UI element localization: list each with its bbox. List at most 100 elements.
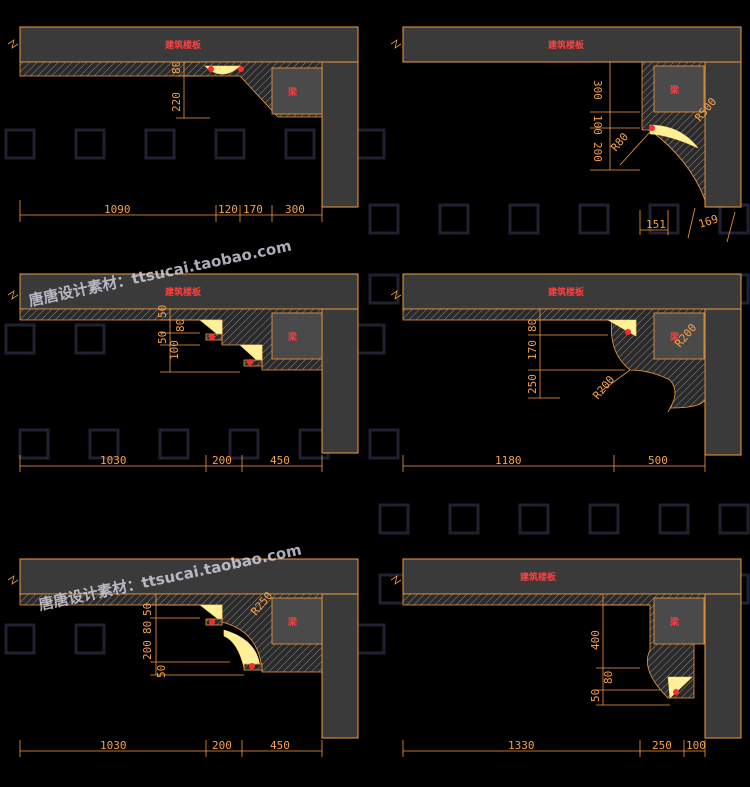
- wall: [321, 308, 359, 454]
- dim-text: 50: [156, 331, 169, 344]
- dim-text: 170: [526, 340, 539, 360]
- dim-text: 100: [591, 115, 604, 135]
- dimension-lines: [176, 61, 210, 119]
- break-mark-icon: [7, 39, 19, 49]
- beam: [271, 597, 323, 645]
- dim-text: 300: [285, 203, 305, 216]
- dimension-lines: [596, 594, 670, 706]
- light-trough: [199, 604, 223, 623]
- panel-1: 建筑楼板 梁 1090 120 170 300 80 220: [7, 26, 359, 222]
- beam-label: 梁: [287, 616, 298, 628]
- radius-label: R200: [590, 373, 617, 402]
- dimension-lines: [19, 740, 323, 757]
- panel-4: 建筑楼板 梁 80 170 250 R200 R200 1180 500: [390, 273, 742, 472]
- panel-5: 梁 50 80 200 50 R250 1030 200 450: [7, 558, 359, 757]
- dimension-lines: [590, 61, 640, 171]
- dim-text: 50: [589, 689, 602, 702]
- dim-text: 50: [156, 305, 169, 318]
- panel-3: 建筑楼板 梁 50 50 100 80 1030 200 450: [7, 273, 359, 472]
- dim-text: 1180: [495, 454, 522, 467]
- dim-text: 50: [141, 603, 154, 616]
- beam-label: 梁: [287, 86, 298, 98]
- dim-text: 1090: [104, 203, 131, 216]
- dim-text: 120: [218, 203, 238, 216]
- dim-text: 400: [589, 630, 602, 650]
- light-trough: [199, 319, 223, 339]
- lamp-icon: [673, 689, 679, 695]
- panel-2: 建筑楼板 梁 300 100 200 R80 R500 151 169: [390, 26, 742, 243]
- beam-label: 梁: [287, 331, 298, 343]
- slab-label: 建筑楼板: [548, 39, 585, 51]
- lamp-icon: [209, 334, 215, 340]
- dimension-lines: [19, 200, 323, 222]
- lamp-icon: [238, 66, 244, 72]
- ceiling-gypsum-layer: [19, 61, 323, 118]
- break-mark-icon: [390, 39, 402, 49]
- break-mark-icon: [390, 575, 402, 585]
- dimension-lines: [402, 740, 706, 757]
- dim-text: 80: [170, 61, 183, 74]
- lamp-icon: [249, 663, 255, 669]
- lamp-icon: [208, 66, 214, 72]
- dim-text: 100: [686, 739, 706, 752]
- break-mark-icon: [7, 290, 19, 300]
- dim-text: 450: [270, 739, 290, 752]
- dim-text: 169: [697, 212, 720, 231]
- light-trough: [649, 124, 699, 149]
- dim-text: 1030: [100, 739, 127, 752]
- dimension-lines: [150, 594, 244, 676]
- beam: [653, 65, 705, 113]
- floor-slab: [402, 273, 742, 310]
- wall: [321, 593, 359, 739]
- dim-text: 50: [155, 665, 168, 678]
- floor-slab: [19, 273, 359, 310]
- break-mark-icon: [390, 290, 402, 300]
- beam: [653, 312, 705, 360]
- panel-6: 建筑楼板 梁 400 80 50 1330 250 100: [390, 558, 742, 757]
- dim-text: 250: [526, 374, 539, 394]
- dim-text: 450: [270, 454, 290, 467]
- beam-label: 梁: [669, 331, 680, 343]
- break-mark-icon: [7, 575, 19, 585]
- dim-text: 200: [591, 142, 604, 162]
- dim-text: 200: [212, 739, 232, 752]
- floor-slab: [402, 26, 742, 63]
- wall: [704, 593, 742, 739]
- dim-text: 200: [141, 640, 154, 660]
- dim-text: 80: [141, 621, 154, 634]
- dim-text: 80: [526, 319, 539, 332]
- dimension-lines: [599, 369, 673, 413]
- floor-slab: [402, 558, 742, 595]
- dim-text: 250: [652, 739, 672, 752]
- dimension-lines: [19, 455, 323, 472]
- radius-label: R80: [608, 130, 631, 154]
- wall: [704, 308, 742, 456]
- dim-text: 1330: [508, 739, 535, 752]
- slab-label: 建筑楼板: [165, 286, 202, 298]
- dim-text: 300: [591, 80, 604, 100]
- beam-label: 梁: [669, 84, 680, 96]
- dim-text: 100: [168, 340, 181, 360]
- dim-text: 170: [243, 203, 263, 216]
- lamp-icon: [209, 619, 215, 625]
- light-box: [243, 359, 263, 367]
- lamp-icon: [247, 359, 253, 365]
- beam: [271, 312, 323, 360]
- slab-label: 建筑楼板: [520, 571, 557, 583]
- slab-label: 建筑楼板: [165, 39, 202, 51]
- dimension-lines: [528, 309, 625, 399]
- dimension-lines: [619, 131, 736, 243]
- lamp-icon: [625, 329, 631, 335]
- wall: [321, 61, 359, 208]
- wall: [704, 61, 742, 208]
- dim-text: 80: [174, 319, 187, 332]
- dim-text: 200: [212, 454, 232, 467]
- dim-text: 220: [170, 92, 183, 112]
- beam: [271, 67, 323, 115]
- dimension-lines: [402, 455, 706, 472]
- dimension-lines: [160, 309, 240, 373]
- floor-slab: [19, 26, 359, 63]
- dim-text: 80: [602, 671, 615, 684]
- dim-text: 1030: [100, 454, 127, 467]
